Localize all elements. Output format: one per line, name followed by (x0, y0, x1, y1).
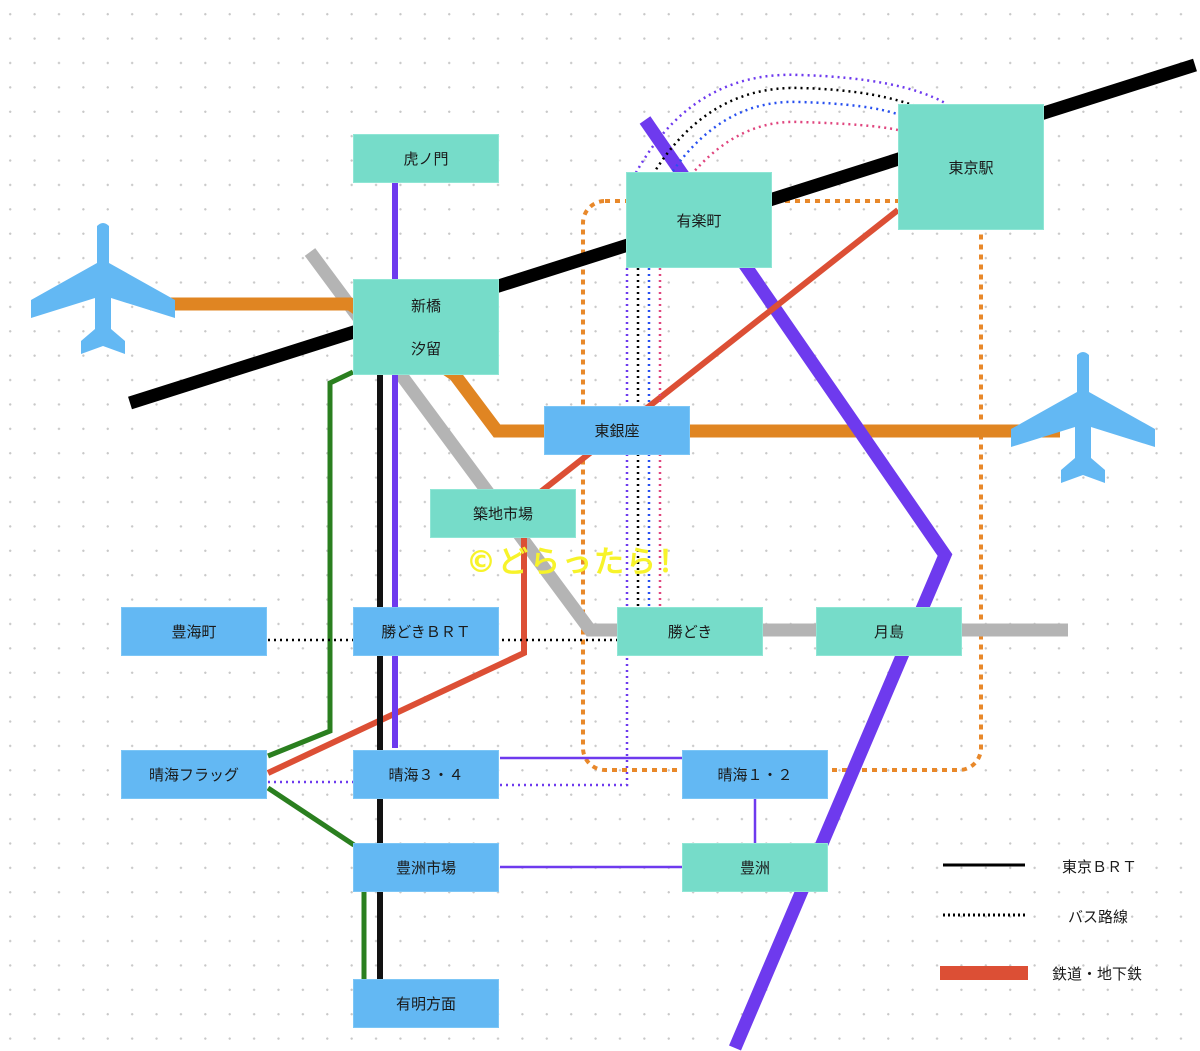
station-yurakucho[interactable]: 有楽町 (626, 172, 772, 268)
station-shimbashi-shiodome[interactable]: 新橋 汐留 (353, 279, 499, 375)
station-higashiginza[interactable]: 東銀座 (544, 406, 690, 455)
station-tokyo[interactable]: 東京駅 (898, 104, 1044, 230)
bus-arc-black (642, 86, 926, 268)
legend-rail-swatch (940, 966, 1028, 980)
station-label: 豊洲 (739, 859, 770, 877)
bus-arc-blue (653, 100, 901, 268)
station-toranomon[interactable]: 虎ノ門 (353, 134, 499, 183)
station-label: 勝どき (667, 623, 713, 641)
station-tsukiji[interactable]: 築地市場 (430, 489, 576, 538)
legend-rail-label: 鉄道・地下鉄 (1052, 965, 1143, 983)
station-toyosu-market[interactable]: 豊洲市場 (353, 843, 499, 892)
station-label: 晴海フラッグ (148, 766, 239, 784)
legend-bus-label: バス路線 (1068, 908, 1129, 926)
station-label: 豊海町 (171, 623, 217, 641)
green-line-north (267, 369, 355, 759)
station-harumi-flag[interactable]: 晴海フラッグ (121, 750, 267, 799)
station-label: 有楽町 (676, 211, 722, 230)
station-label: 豊洲市場 (395, 859, 456, 877)
bus-arc-pink (661, 120, 899, 268)
station-harumi-3-4[interactable]: 晴海３・４ (353, 750, 499, 799)
station-toyosu[interactable]: 豊洲 (682, 843, 828, 892)
station-toyomicho[interactable]: 豊海町 (121, 607, 267, 656)
station-label-shiodome: 汐留 (410, 340, 441, 358)
loop-bus-route (581, 199, 983, 772)
station-kachidoki[interactable]: 勝どき (617, 607, 763, 656)
station-label: 晴海１・２ (717, 766, 793, 784)
legend-brt-label: 東京ＢＲＴ (1062, 858, 1138, 876)
green-line-south (266, 785, 356, 848)
station-kachidoki-brt[interactable]: 勝どきＢＲＴ (353, 607, 499, 656)
station-label-shimbashi: 新橋 (410, 297, 441, 315)
station-ariake[interactable]: 有明方面 (353, 979, 499, 1028)
station-harumi-1-2[interactable]: 晴海１・２ (682, 750, 828, 799)
station-label: 虎ノ門 (403, 150, 449, 168)
bus-purple-vertical (500, 268, 629, 787)
airplane-icon-narita (1011, 352, 1155, 483)
station-label: 晴海３・４ (388, 766, 464, 784)
station-label: 東京駅 (948, 158, 994, 177)
station-label: 月島 (873, 623, 904, 641)
station-tsukishima[interactable]: 月島 (816, 607, 962, 656)
station-label: 勝どきＢＲＴ (381, 623, 471, 641)
airplane-icon-haneda (31, 223, 175, 354)
station-label: 有明方面 (395, 995, 456, 1013)
station-label: 東銀座 (594, 422, 640, 440)
watermark: ©どらったら！ (466, 545, 690, 580)
station-label: 築地市場 (472, 505, 533, 523)
